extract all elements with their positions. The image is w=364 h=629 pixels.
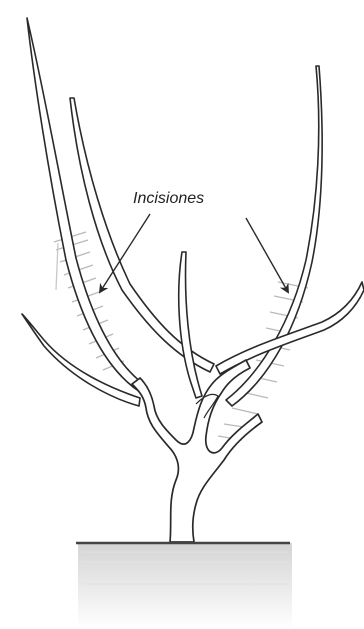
cane-center <box>179 252 202 398</box>
cane-left-lower <box>22 314 140 406</box>
incisiones-label: Incisiones <box>133 190 204 207</box>
arrow-right <box>246 218 288 292</box>
cane-left-tall <box>27 18 146 392</box>
soil-block <box>78 543 292 629</box>
